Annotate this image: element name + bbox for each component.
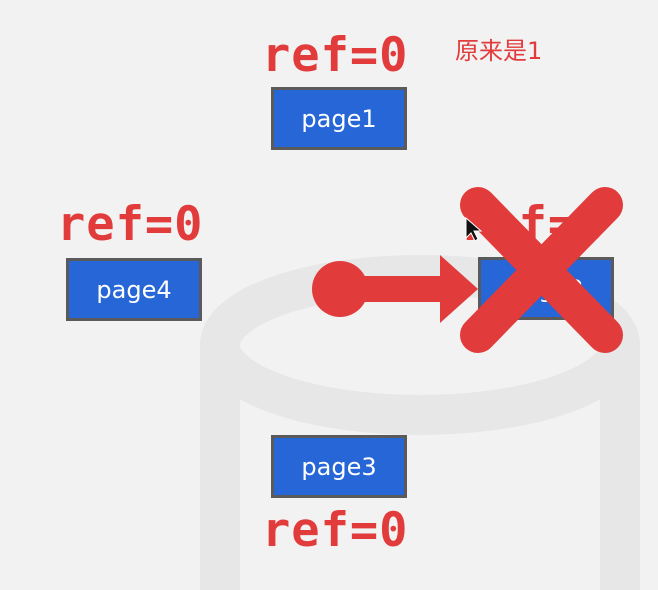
page1-box: page1 bbox=[271, 87, 407, 150]
page3-ref-label: ref=0 bbox=[262, 503, 409, 558]
page3-box: page3 bbox=[271, 435, 407, 498]
cross-out-icon bbox=[460, 187, 623, 353]
page4-ref-label: ref=0 bbox=[57, 197, 204, 252]
annotation-note: 原来是1 bbox=[455, 37, 543, 65]
pointer-arrow-icon bbox=[312, 255, 478, 323]
mouse-cursor-icon bbox=[465, 216, 483, 242]
page4-box: page4 bbox=[66, 258, 202, 321]
page1-ref-label: ref=0 bbox=[262, 28, 409, 83]
